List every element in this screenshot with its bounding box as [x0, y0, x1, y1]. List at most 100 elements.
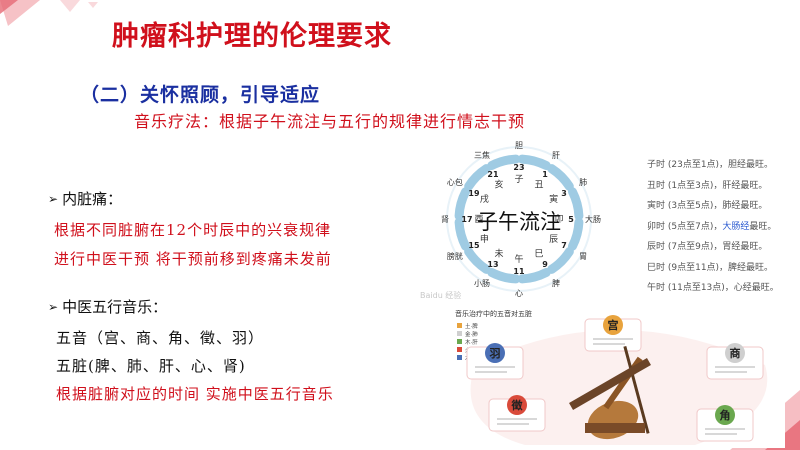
tone-label: 角: [720, 408, 731, 422]
corner-decoration: [0, 0, 98, 26]
meridian-time-list: 子时 (23点至1点)，胆经最旺。丑时 (1点至3点)，肝经最旺。寅时 (3点至…: [647, 155, 779, 299]
clock-segment: [454, 217, 471, 251]
legend-label: 金·肺: [465, 330, 478, 338]
tone-text-line: [705, 428, 745, 430]
legend-swatch: [457, 323, 462, 328]
tone-text-line: [593, 338, 633, 340]
clock-hour-label: 9: [542, 260, 548, 269]
legend-label: 木·肝: [465, 338, 478, 346]
clock-organ-label: 小肠: [474, 279, 490, 288]
tone-badge: [725, 343, 745, 363]
meridian-time-item: 巳时 (9点至11点)，脾经最旺。: [647, 262, 774, 273]
meridian-time-item: 丑时 (1点至3点)，肝经最旺。: [647, 180, 768, 191]
clock-organ-label: 胆: [515, 141, 523, 150]
clock-outer-ring: [446, 146, 592, 292]
section-heading: 内脏痛：: [62, 190, 123, 208]
clock-segment: [567, 217, 584, 251]
meridian-time-item: 午时 (11点至13点)，心经最旺。: [647, 283, 779, 293]
meridian-time-item: 卯时 (5点至7点)，大肠经最旺。: [647, 221, 777, 232]
clock-organ-label: 脾: [552, 278, 560, 288]
clock-branch-label: 酉: [474, 214, 483, 225]
clock-segment: [547, 247, 574, 274]
clock-hour-label: 1: [542, 170, 548, 179]
clock-branch-label: 辰: [549, 234, 558, 245]
clock-branch-label: 未: [494, 248, 503, 260]
clock-segment: [487, 267, 521, 284]
clock-hour-label: 13: [487, 260, 498, 269]
clock-branch-label: 巳: [534, 249, 543, 260]
section-heading: 中医五行音乐：: [62, 298, 168, 316]
tone-label: 商: [730, 346, 741, 360]
body-line: 五脏(脾、肺、肝、心、肾): [56, 357, 246, 375]
clock-hour-label: 3: [561, 189, 567, 198]
clock-hour-label: 19: [468, 189, 480, 198]
tone-text-line: [593, 343, 625, 345]
meridian-time-item: 辰时 (7点至9点)，胃经最旺。: [647, 242, 768, 252]
clock-branch-label: 卯: [554, 214, 563, 225]
body-line: 进行中医干预 将干预前移到疼痛未发前: [54, 250, 332, 268]
five-tone-music-section: ➢ 中医五行音乐： 五音（宫、商、角、徵、羽） 五脏(脾、肺、肝、心、肾) 根据…: [48, 296, 334, 404]
clock-branch-label: 戌: [480, 193, 489, 205]
clock-segment: [464, 247, 491, 274]
clock-hour-label: 7: [561, 241, 567, 250]
arrow-bullet-icon: ➢: [48, 191, 59, 206]
clock-branch-label: 寅: [549, 193, 558, 205]
tone-text-line: [497, 418, 537, 420]
meridian-time-item: 寅时 (3点至5点)，肺经最旺。: [647, 201, 768, 211]
tone-label: 宫: [608, 318, 619, 332]
clock-organ-label: 胃: [579, 252, 587, 261]
clock-organ-label: 心包: [447, 177, 463, 187]
clock-hour-label: 5: [568, 215, 574, 224]
clock-hour-label: 11: [513, 267, 525, 276]
meridian-time-item: 子时 (23点至1点)，胆经最旺。: [647, 160, 774, 170]
clock-hour-label: 23: [513, 163, 524, 172]
guqin-instrument-icon: [569, 358, 651, 410]
tone-label: 徵: [511, 398, 524, 412]
clock-segment: [517, 267, 551, 284]
tone-text-line: [475, 366, 515, 368]
visceral-pain-section: ➢ 内脏痛： 根据不同脏腑在12个时辰中的兴衰规律 进行中医干预 将干预前移到疼…: [48, 188, 332, 277]
tone-badge: [603, 315, 623, 335]
legend-swatch: [457, 331, 462, 336]
body-line: 根据脏腑对应的时间 实施中医五行音乐: [56, 385, 334, 403]
tone-label: 羽: [490, 347, 501, 360]
legend-swatch: [457, 339, 462, 344]
arrow-bullet-icon: ➢: [48, 299, 59, 314]
clock-hour-label: 17: [461, 215, 472, 224]
tone-text-line: [715, 366, 755, 368]
tone-badge: [507, 395, 527, 415]
clock-segment: [547, 164, 574, 191]
legend-swatch: [457, 355, 462, 360]
clock-organ-label: 三焦: [474, 150, 490, 160]
clock-organ-label: 肺: [579, 178, 587, 187]
music-therapy-line: 音乐疗法：根据子午流注与五行的规律进行情志干预: [134, 112, 526, 131]
clock-branch-label: 申: [480, 233, 489, 245]
clock-organ-label: 肾: [441, 215, 449, 224]
tone-text-line: [497, 423, 529, 425]
clock-segment: [464, 164, 491, 191]
clock-branch-label: 丑: [534, 179, 543, 190]
clock-branch-label: 亥: [494, 178, 503, 190]
legend-swatch: [457, 347, 462, 352]
clock-organ-label: 膀胱: [447, 251, 463, 261]
clock-segment: [567, 187, 584, 221]
body-line: 根据不同脏腑在12个时辰中的兴衰规律: [54, 221, 332, 239]
clock-organ-label: 肝: [552, 151, 560, 160]
section-subtitle: （二）关怀照顾，引导适应: [80, 84, 321, 106]
legend-label: 土·脾: [465, 322, 478, 330]
tone-text-line: [705, 433, 737, 435]
body-line: 五音（宫、商、角、徵、羽）: [56, 329, 265, 347]
tone-badge: [485, 343, 505, 363]
tone-text-line: [475, 371, 507, 373]
tone-badge: [715, 405, 735, 425]
clock-hour-label: 15: [468, 241, 480, 250]
clock-segment: [517, 154, 551, 171]
clock-branch-label: 子: [514, 174, 523, 185]
clock-organ-label: 大肠: [585, 214, 601, 224]
clock-segment: [487, 154, 521, 171]
tone-text-line: [715, 371, 747, 373]
clock-segment: [454, 187, 471, 221]
watermark: Baidu 经验: [420, 290, 461, 300]
